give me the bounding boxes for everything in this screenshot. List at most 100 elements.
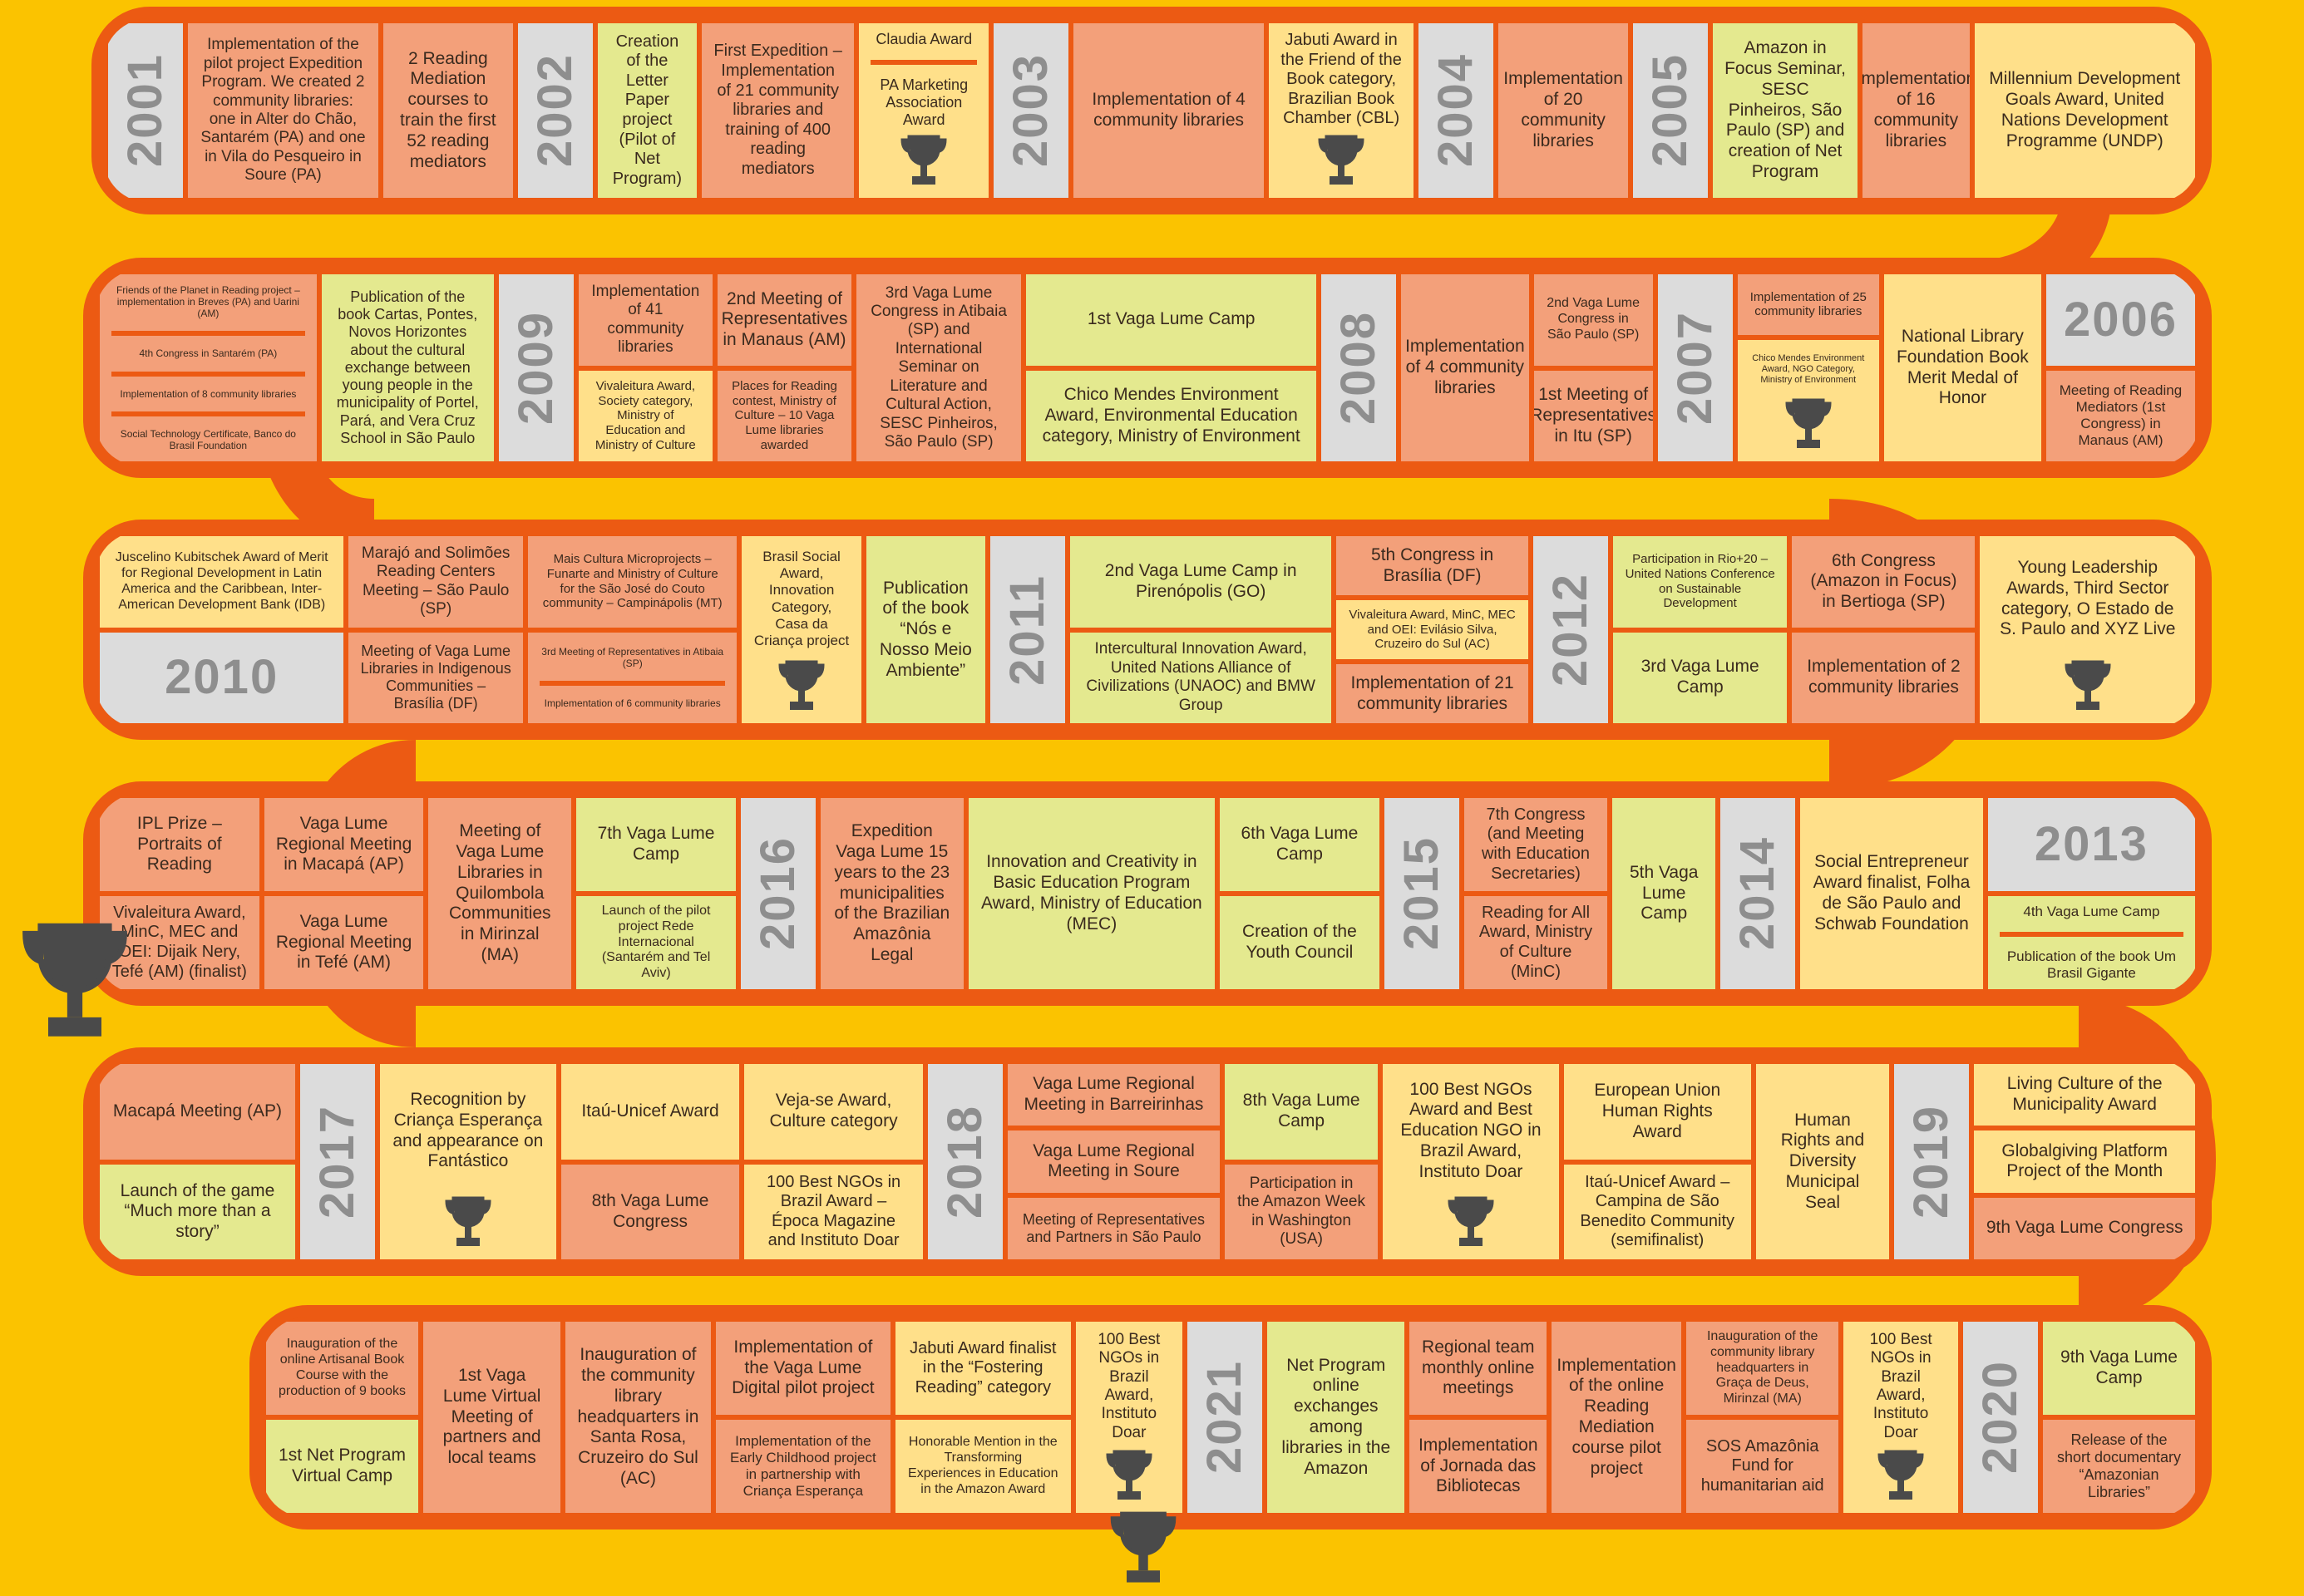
year-label: 2010 (165, 650, 279, 705)
event-text: Jabuti Award finalist in the “Fostering … (910, 1338, 1057, 1396)
event-text: Implementation of 16 community libraries (1862, 69, 1969, 150)
timeline-event: Inauguration of the community library he… (565, 1322, 711, 1513)
event-text: Chico Mendes Environment Award, Environm… (1042, 385, 1300, 446)
timeline-event: Juscelino Kubitschek Award of Merit for … (100, 536, 344, 628)
event-text: Vaga Lume Regional Meeting in Soure (1033, 1140, 1195, 1181)
timeline-event: Vaga Lume Regional Meeting in Barreirinh… (1007, 1064, 1221, 1126)
timeline-event: Macapá Meeting (AP) (100, 1064, 295, 1160)
year-label: 2015 (1394, 836, 1448, 951)
event-text: Expedition Vaga Lume 15 years to the 23 … (834, 821, 950, 964)
timeline-event: Marajó and Solimões Reading Centers Meet… (348, 536, 523, 628)
timeline-event: Brasil Social Award, Innovation Category… (742, 536, 861, 723)
year-label: 2004 (1428, 53, 1483, 168)
year-label: 2001 (117, 53, 172, 168)
trophy-icon (1104, 1448, 1154, 1506)
year-label: 2005 (1642, 53, 1697, 168)
event-text: Implementation of Jornada das Biblioteca… (1418, 1435, 1538, 1496)
year-marker: 2004 (1418, 23, 1494, 198)
year-marker: 2007 (1657, 274, 1733, 461)
timeline-event: National Library Foundation Book Merit M… (1883, 274, 2041, 461)
timeline-event: Implementation of 25 community libraries (1737, 274, 1879, 335)
event-text: Vaga Lume Regional Meeting in Barreirinh… (1024, 1074, 1204, 1115)
event-text: Implementation of the Vaga Lume Digital … (732, 1337, 875, 1398)
event-text: Participation in Rio+20 – United Nations… (1625, 552, 1775, 611)
timeline-event: 100 Best NGOs Award and Best Education N… (1383, 1064, 1559, 1259)
timeline-event: 3rd Vaga Lume Camp (1612, 632, 1788, 723)
trophy-icon (777, 658, 826, 717)
event-text: 6th Congress (Amazon in Focus) in Bertio… (1810, 550, 1957, 612)
timeline-event: Living Culture of the Municipality Award (1974, 1064, 2195, 1126)
timeline-event: Implementation of 20 community libraries (1498, 23, 1628, 198)
event-text: Friends of the Planet in Reading project… (116, 283, 300, 320)
event-text: Implementation of 4 community libraries (1405, 337, 1525, 397)
timeline-event: Regional team monthly online meetings (1409, 1322, 1547, 1415)
event-stack: Implementation of the Vaga Lume Digital … (715, 1322, 891, 1513)
event-text: Publication of the book Um Brasil Gigant… (1999, 931, 2184, 982)
year-marker: 2011 (989, 536, 1065, 723)
event-text: Inauguration of the community library he… (577, 1345, 699, 1488)
timeline-event: 2nd Vaga Lume Camp in Pirenópolis (GO) (1069, 536, 1332, 628)
event-stack: 2nd Vaga Lume Congress in São Paulo (SP)… (1533, 274, 1653, 461)
year-marker: 2021 (1187, 1322, 1263, 1513)
event-text: Young Leadership Awards, Third Sector ca… (2000, 557, 2176, 639)
timeline-event: Vivaleitura Award, Society category, Min… (578, 370, 713, 461)
event-text: Meeting of Vaga Lume Libraries in Indige… (360, 642, 511, 712)
timeline-event: Itaú-Unicef Award (560, 1064, 740, 1160)
trophy-icon (2063, 658, 2113, 717)
timeline-event: Mais Cultura Microprojects – Funarte and… (527, 536, 738, 628)
event-stack: Living Culture of the Municipality Award… (1974, 1064, 2195, 1259)
year-label: 2008 (1330, 310, 1385, 426)
event-stack: 2nd Meeting of Representatives in Manaus… (717, 274, 852, 461)
event-text: Brasil Social Award, Innovation Category… (753, 549, 850, 648)
timeline-event: Participation in Rio+20 – United Nations… (1612, 536, 1788, 628)
event-text: 2nd Vaga Lume Camp in Pirenópolis (GO) (1104, 560, 1297, 601)
event-text: Meeting of Representatives and Partners … (1022, 1210, 1206, 1245)
timeline-event: Implementation of 41 community libraries (578, 274, 713, 366)
timeline-event: Release of the short documentary “Amazon… (2043, 1420, 2195, 1513)
timeline-event: 1st Vaga Lume Virtual Meeting of partner… (423, 1322, 561, 1513)
timeline-event: Implementation of Jornada das Biblioteca… (1409, 1420, 1547, 1513)
event-text: Release of the short documentary “Amazon… (2056, 1431, 2182, 1501)
year-marker: 2010 (100, 632, 344, 723)
event-text: Chico Mendes Environment Award, NGO Cate… (1752, 353, 1865, 386)
event-stack: 7th Congress (and Meeting with Education… (1463, 798, 1608, 989)
timeline-event: Publication of the book “Nós e Nosso Mei… (866, 536, 985, 723)
event-text: 9th Vaga Lume Camp (2060, 1347, 2178, 1387)
event-text: Social Technology Certificate, Banco do … (111, 411, 305, 451)
event-text: National Library Foundation Book Merit M… (1896, 326, 2029, 408)
timeline-event: 2nd Vaga Lume Congress in São Paulo (SP) (1533, 274, 1653, 366)
trophy-icon (1316, 133, 1366, 191)
event-stack: Mais Cultura Microprojects – Funarte and… (527, 536, 738, 723)
timeline-event: First Expedition – Implementation of 21 … (702, 23, 855, 198)
timeline-row-6: Inauguration of the online Artisanal Boo… (249, 1305, 2212, 1530)
event-text: Implementation of 6 community libraries (539, 681, 726, 709)
event-stack: 6th Congress (Amazon in Focus) in Bertio… (1792, 536, 1976, 723)
year-marker: 2019 (1894, 1064, 1970, 1259)
timeline-event: 100 Best NGOs in Brazil Award, Instituto… (1075, 1322, 1183, 1513)
timeline-event: 2nd Meeting of Representatives in Manaus… (717, 274, 852, 366)
trophy-icon (1446, 1195, 1496, 1253)
timeline-event: Implementation of the pilot project Expe… (188, 23, 378, 198)
event-text: Vivaleitura Award, MinC, MEC and OEI: Di… (111, 903, 247, 981)
event-text: Vaga Lume Regional Meeting in Macapá (AP… (275, 813, 412, 874)
year-marker: 2006 (2045, 274, 2195, 366)
event-text: 100 Best NGOs in Brazil Award, Instituto… (1869, 1330, 1932, 1441)
event-text: Implementation of the online Reading Med… (1557, 1355, 1676, 1478)
event-text: Implementation of the pilot project Expe… (200, 36, 366, 185)
timeline-event: Meeting of Vaga Lume Libraries in Indige… (348, 632, 523, 723)
event-text: 3rd Meeting of Representatives in Atibai… (541, 646, 724, 670)
event-text: Innovation and Creativity in Basic Educa… (980, 852, 1202, 933)
year-marker: 2009 (498, 274, 574, 461)
timeline-event: Expedition Vaga Lume 15 years to the 23 … (820, 798, 964, 989)
timeline-event: Innovation and Creativity in Basic Educa… (968, 798, 1216, 989)
event-text: Living Culture of the Municipality Award (2006, 1074, 2163, 1115)
timeline-event: 3rd Vaga Lume Congress in Atibaia (SP) a… (856, 274, 1022, 461)
timeline-event: Recognition by Criança Esperança and app… (379, 1064, 556, 1259)
event-text: Implementation of 41 community libraries (591, 282, 700, 357)
timeline-event: Implementation of 16 community libraries (1862, 23, 1970, 198)
event-text: 4th Vaga Lume Camp (2023, 903, 2160, 919)
event-text: 2nd Meeting of Representatives in Manaus… (721, 288, 848, 350)
